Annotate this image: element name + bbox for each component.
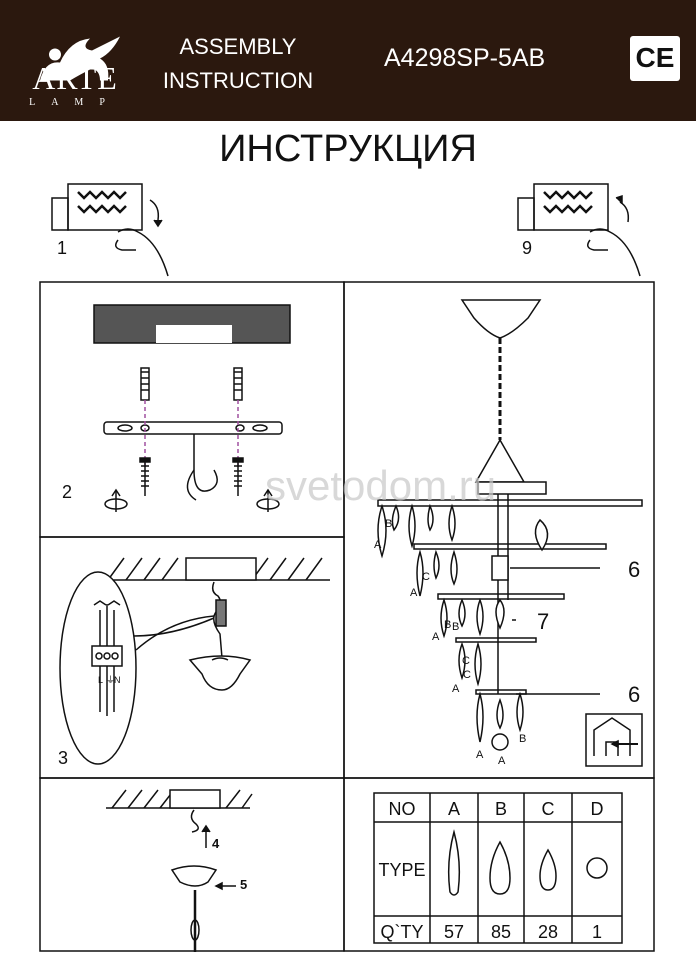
crystal-b-icon [489,840,511,895]
crystal-a-icon [447,829,461,896]
step-number-6-lower: 6 [628,682,641,707]
step-number-6: 6 [628,557,641,582]
crystal-label: B [444,619,451,631]
screwdriver-rotate-icon [104,488,280,512]
wire-label-earth: ⏚ [106,675,115,685]
parts-table-grid [373,792,623,944]
crystal-label: C [463,669,471,681]
ceiling-plate [185,557,257,581]
assembly-line-2: INSTRUCTION [162,68,314,93]
table-header-no: NO [388,799,416,819]
step-number-1: 1 [57,238,68,258]
model-number: A4298SP-5AB [384,44,546,72]
step-number-3: 3 [58,748,69,768]
table-qty-label: Q`TY [380,922,424,942]
crystal-d-icon [586,857,608,879]
crystal-label: B [385,518,392,530]
crystal-label: B [452,621,459,633]
wall-plug-icon [140,367,243,401]
assembly-line-1: ASSEMBLY [179,34,297,59]
panel-parts-table [343,777,655,952]
step-number-2: 2 [62,482,73,502]
mounting-bracket [103,421,283,501]
table-header-c: C [541,799,555,819]
brand-name: ARTE [32,60,118,96]
table-type-label: TYPE [378,860,426,880]
step-number-4: 4 [212,836,220,851]
power-off-illustration [51,183,169,277]
crystal-label: A [374,539,382,551]
step-number-5: 5 [240,877,248,892]
screw-icon [139,457,244,496]
crystal-label: A [498,755,506,767]
step-number-7: 7 [537,609,550,634]
watermark: svetodom.ru [265,462,497,509]
table-qty-c: 28 [537,922,559,942]
terminal-block-icon [91,600,123,716]
brand-subtitle: LAMP [29,97,121,108]
ce-mark: CE [630,36,680,81]
step-number-9: 9 [522,238,533,258]
crystal-c-icon [539,848,557,891]
crystal-label: A [432,631,440,643]
table-qty-b: 85 [490,922,512,942]
crystal-label: A [476,749,484,761]
wire-label-n: N [114,675,121,685]
table-qty-a: 57 [443,922,465,942]
griffin-logo-icon [40,36,120,81]
crystal-label: A [410,587,418,599]
table-header-d: D [590,799,604,819]
page-title: ИНСТРУКЦИЯ [219,128,477,170]
table-header-a: A [447,799,460,819]
wiring-detail-callout [59,571,137,765]
indoor-use-icon [585,713,643,767]
assembly-instruction-heading: ASSEMBLY INSTRUCTION [158,30,318,98]
chandelier-drawing [377,299,643,767]
canopy [188,655,252,691]
ce-mark-text: CE [635,42,675,73]
wire-label-l: L [98,675,103,685]
table-qty-d: 1 [591,922,602,942]
power-on-illustration [517,183,641,277]
header-bar: ARTE LAMP ASSEMBLY INSTRUCTION A4298SP-5… [0,0,696,121]
crystal-label: C [422,571,430,583]
crystal-label: A [452,683,460,695]
table-header-b: B [494,799,507,819]
crystal-label: B [519,733,526,745]
crystal-label: C [462,655,470,667]
